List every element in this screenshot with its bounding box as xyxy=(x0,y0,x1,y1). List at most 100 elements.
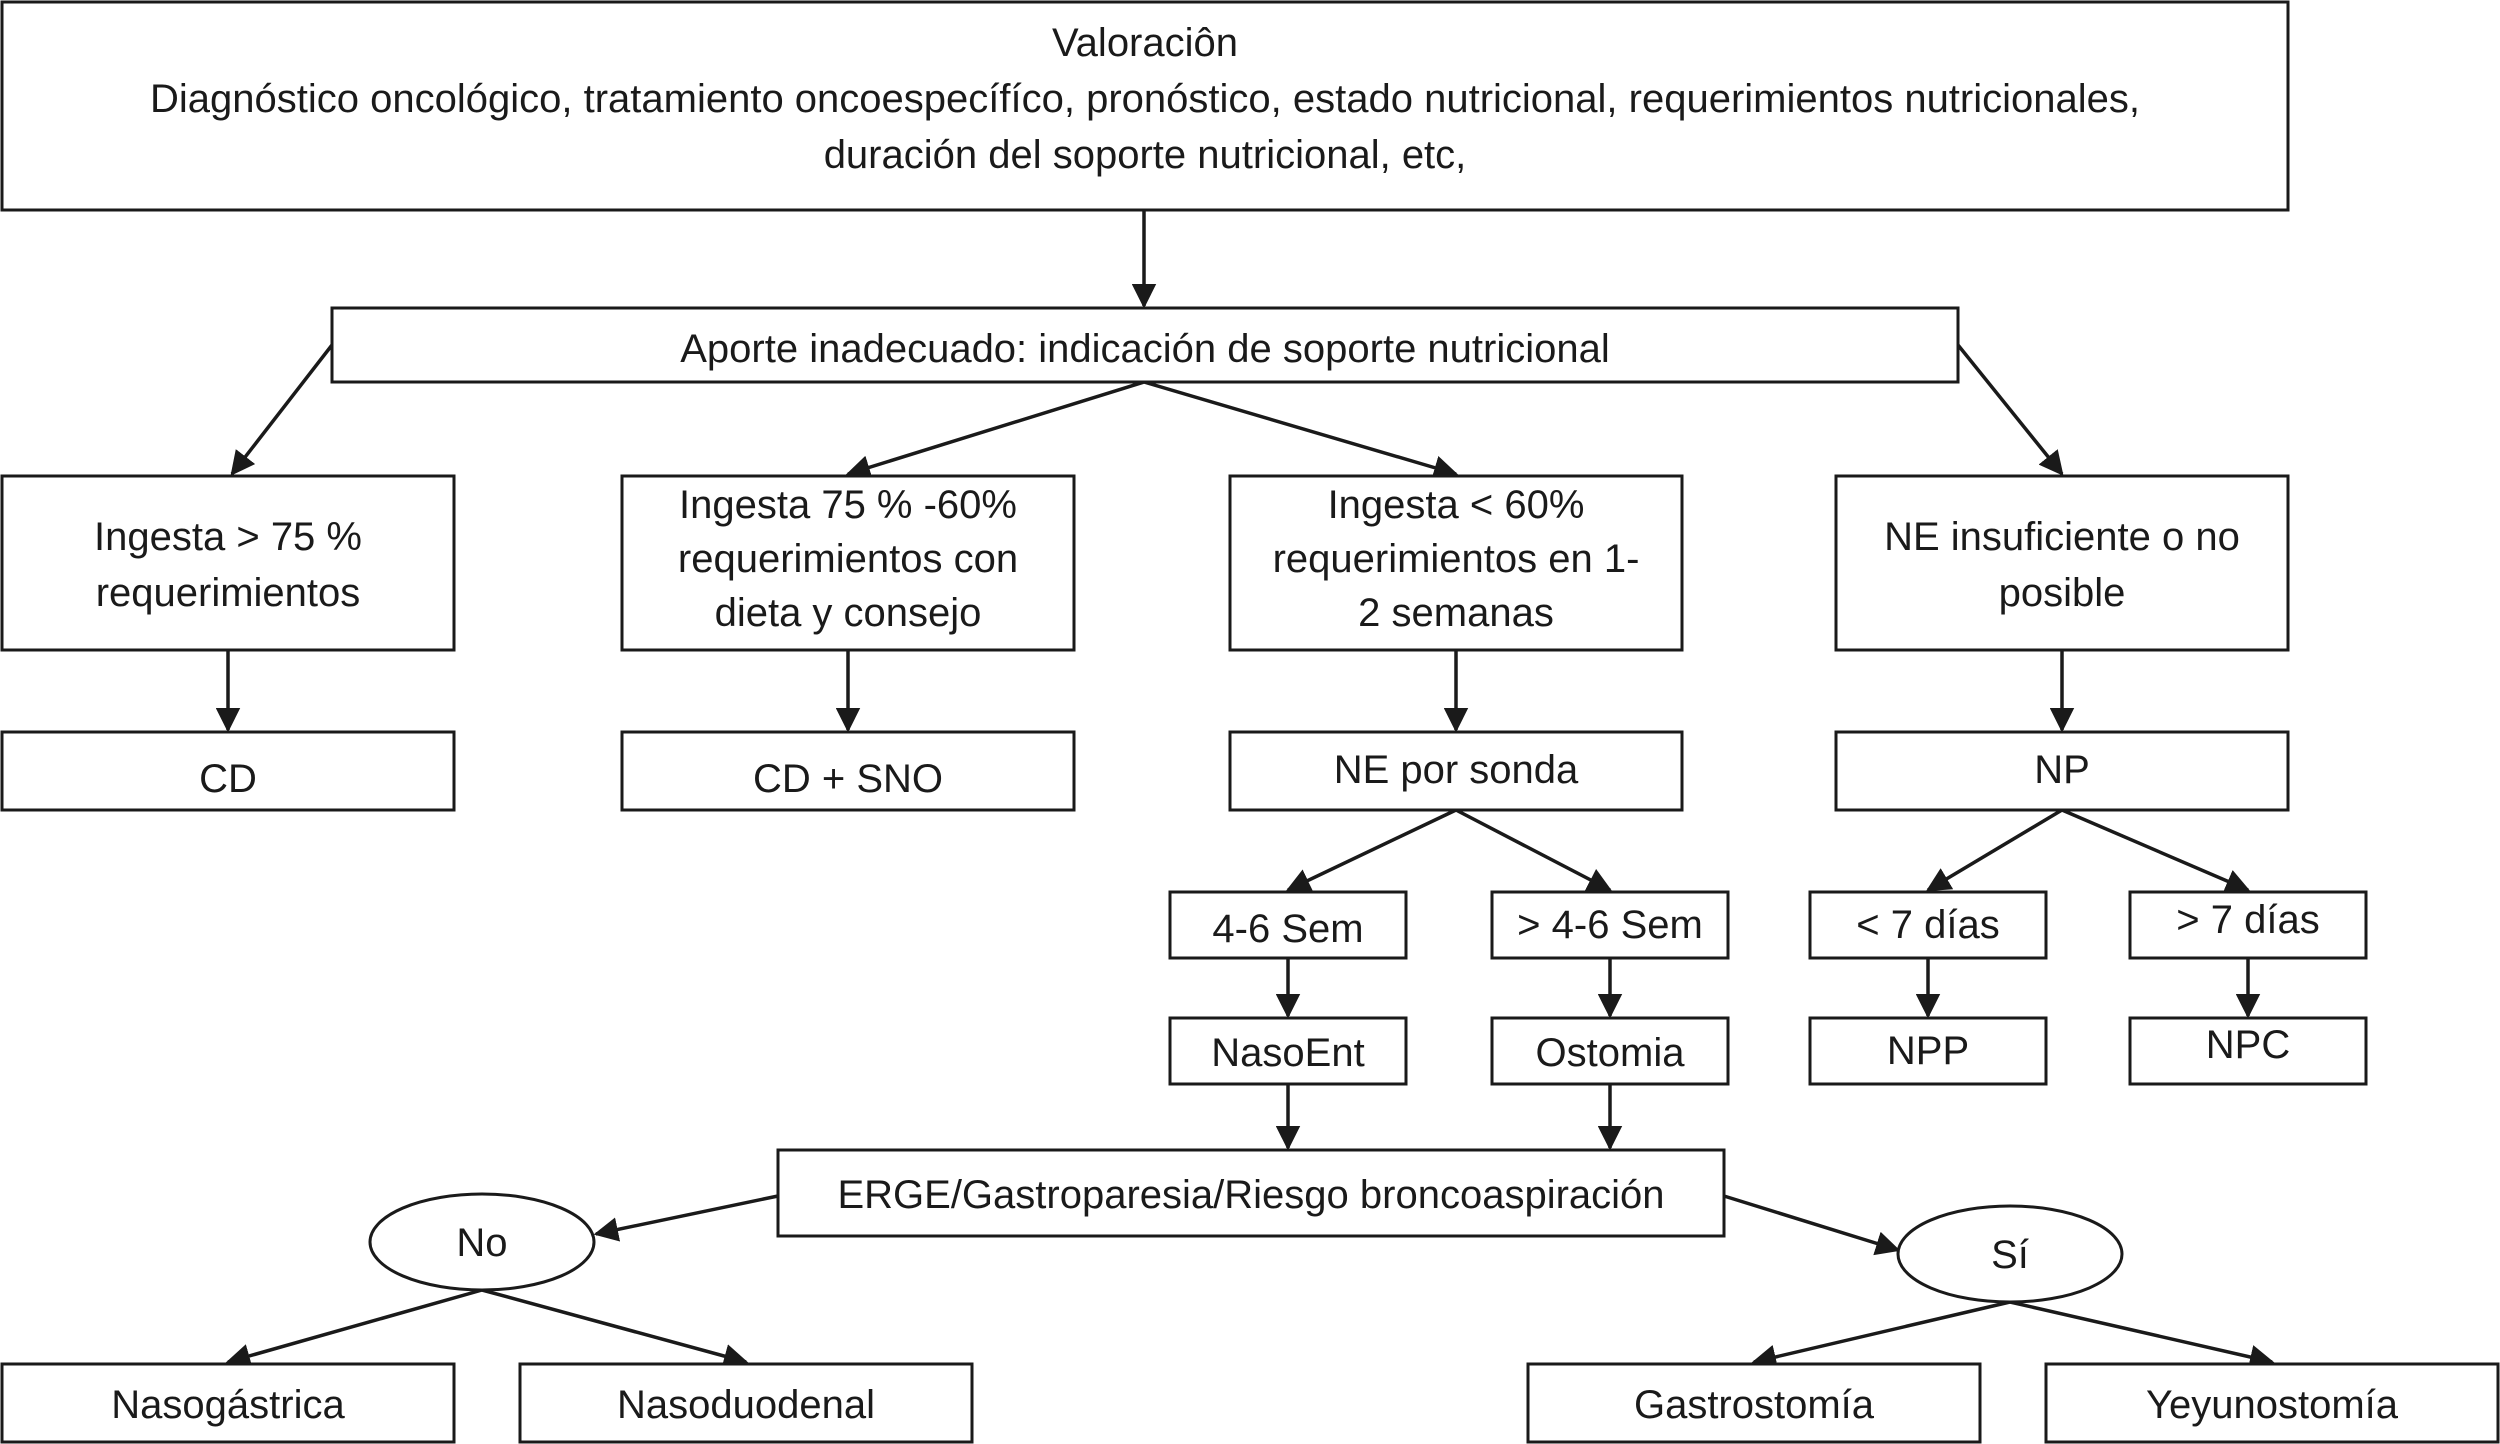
node-npp: NPP xyxy=(1808,1016,2048,1086)
node-cd-box xyxy=(0,730,456,812)
node-yeyunostomia-box xyxy=(2044,1362,2500,1444)
node-ingesta75-60-label: dieta y consejo xyxy=(715,591,982,635)
node-si: Sí xyxy=(1896,1204,2124,1304)
node-nasoent: NasoEnt xyxy=(1168,1016,1408,1086)
node-ingesta75-60: Ingesta 75 % -60% requerimientos con dieta… xyxy=(620,474,1076,652)
node-sem-46: 4-6 Sem xyxy=(1168,890,1408,960)
node-ingesta60: Ingesta < 60% requerimientos en 1- 2 seman… xyxy=(1228,474,1684,652)
node-no-shape xyxy=(368,1192,596,1292)
node-np-label: NP xyxy=(2034,748,2090,792)
node-ingesta60-box xyxy=(1228,474,1684,652)
node-ingesta75-60-label: requerimientos con xyxy=(678,537,1018,581)
node-ne-insuf-label: posible xyxy=(1999,571,2126,615)
arrow-erge-to-no xyxy=(593,1194,779,1242)
node-nasogastrica-label: Nasogástrica xyxy=(111,1383,345,1427)
node-ne-sonda-label: NE por sonda xyxy=(1334,748,1579,792)
node-si-label: Sí xyxy=(1991,1233,2029,1277)
node-ostomia: Ostomia xyxy=(1490,1016,1730,1086)
node-cd-label: CD xyxy=(199,757,257,801)
node-gastrostomia-box xyxy=(1526,1362,1982,1444)
node-si-shape xyxy=(1896,1204,2124,1304)
node-np-box xyxy=(1834,730,2290,812)
node-nasoent-box xyxy=(1168,1016,1408,1086)
node-sem-46-box xyxy=(1168,890,1408,960)
node-erge: ERGE/Gastroparesia/Riesgo broncoaspiraci… xyxy=(776,1148,1726,1238)
arrow-aporte-to-ingesta75_60 xyxy=(845,380,1145,480)
node-ne-insuf-label: NE insuficiente o no xyxy=(1884,515,2240,559)
node-np: NP xyxy=(1834,730,2290,812)
connector-layer xyxy=(215,210,2275,1370)
node-sem-gt46-label: > 4-6 Sem xyxy=(1517,903,1703,947)
arrow-no-to-nasoduodenal xyxy=(481,1288,749,1369)
arrow-ne_sonda-to-sem_46 xyxy=(1285,808,1457,892)
node-nasoduodenal-box xyxy=(518,1362,974,1444)
node-valoracion-label: duración del soporte nutricional, etc, xyxy=(824,133,1467,177)
node-valoracion-box xyxy=(0,0,2290,212)
arrow-np-to-lt7 xyxy=(1925,808,2063,892)
node-nasogastrica: Nasogástrica xyxy=(0,1362,456,1444)
node-yeyunostomia-label: Yeyunostomía xyxy=(2146,1383,2399,1427)
arrow-aporte-to-ingesta75 xyxy=(230,343,334,476)
node-nasoduodenal: Nasoduodenal xyxy=(518,1362,974,1444)
node-npp-label: NPP xyxy=(1887,1029,1969,1073)
node-lt7: < 7 días xyxy=(1808,890,2048,960)
node-ostomia-box xyxy=(1490,1016,1730,1086)
node-erge-box xyxy=(776,1148,1726,1238)
node-erge-label: ERGE/Gastroparesia/Riesgo broncoaspiraci… xyxy=(837,1173,1664,1217)
node-ingesta75-60-box xyxy=(620,474,1076,652)
node-gt7: > 7 días xyxy=(2128,890,2368,960)
arrow-si-to-yeyunostomia xyxy=(2009,1300,2275,1370)
node-ingesta60-label: 2 semanas xyxy=(1358,591,1554,635)
node-cd-sno-label: CD + SNO xyxy=(753,757,943,801)
node-ne-sonda-box xyxy=(1228,730,1684,812)
node-aporte: Aporte inadecuado: indicación de soporte… xyxy=(330,306,1960,384)
node-gastrostomia: Gastrostomía xyxy=(1526,1362,1982,1444)
node-yeyunostomia: Yeyunostomía xyxy=(2044,1362,2500,1444)
node-ingesta75-box xyxy=(0,474,456,652)
arrow-si-to-gastrostomia xyxy=(1751,1300,2011,1369)
node-npp-box xyxy=(1808,1016,2048,1086)
node-ingesta60-label: Ingesta < 60% xyxy=(1328,483,1585,527)
node-nasoent-label: NasoEnt xyxy=(1211,1031,1364,1075)
node-gt7-label: > 7 días xyxy=(2176,898,2319,942)
arrow-ne_sonda-to-sem_gt46 xyxy=(1455,808,1613,892)
node-sem-46-label: 4-6 Sem xyxy=(1212,907,1363,951)
arrow-np-to-gt7 xyxy=(2061,808,2251,893)
node-lt7-label: < 7 días xyxy=(1856,903,1999,947)
node-npc-label: NPC xyxy=(2206,1023,2290,1067)
node-ingesta75-label: Ingesta > 75 % xyxy=(94,515,362,559)
node-ingesta75-label: requerimientos xyxy=(96,571,361,615)
node-aporte-label: Aporte inadecuado: indicación de soporte… xyxy=(680,327,1610,371)
arrow-erge-to-si xyxy=(1723,1194,1901,1256)
node-ingesta75: Ingesta > 75 % requerimientos xyxy=(0,474,456,652)
node-no: No xyxy=(368,1192,596,1292)
arrow-aporte-to-ingesta60 xyxy=(1143,380,1459,480)
arrow-no-to-nasogastrica xyxy=(225,1288,483,1368)
node-valoracion-label: Valoraciôn xyxy=(1052,21,1238,65)
node-gastrostomia-label: Gastrostomía xyxy=(1634,1383,1875,1427)
node-npc-box xyxy=(2128,1016,2368,1086)
node-sem-gt46: > 4-6 Sem xyxy=(1490,890,1730,960)
node-gt7-box xyxy=(2128,890,2368,960)
node-nasogastrica-box xyxy=(0,1362,456,1444)
node-sem-gt46-box xyxy=(1490,890,1730,960)
node-valoracion-label: Diagnóstico oncológico, tratamiento onco… xyxy=(150,77,2140,121)
node-aporte-box xyxy=(330,306,1960,384)
node-ostomia-label: Ostomia xyxy=(1536,1031,1686,1075)
node-no-label: No xyxy=(456,1221,507,1265)
node-ne-sonda: NE por sonda xyxy=(1228,730,1684,812)
node-ingesta75-60-label: Ingesta 75 % -60% xyxy=(679,483,1017,527)
node-ne-insuf: NE insuficiente o no posible xyxy=(1834,474,2290,652)
node-ingesta60-label: requerimientos en 1- xyxy=(1273,537,1640,581)
node-lt7-box xyxy=(1808,890,2048,960)
node-cd-sno-box xyxy=(620,730,1076,812)
arrow-aporte-to-ne_insuf xyxy=(1956,343,2064,476)
node-ne-insuf-box xyxy=(1834,474,2290,652)
node-npc: NPC xyxy=(2128,1016,2368,1086)
node-cd: CD xyxy=(0,730,456,812)
node-nasoduodenal-label: Nasoduodenal xyxy=(617,1383,875,1427)
node-cd-sno: CD + SNO xyxy=(620,730,1076,812)
